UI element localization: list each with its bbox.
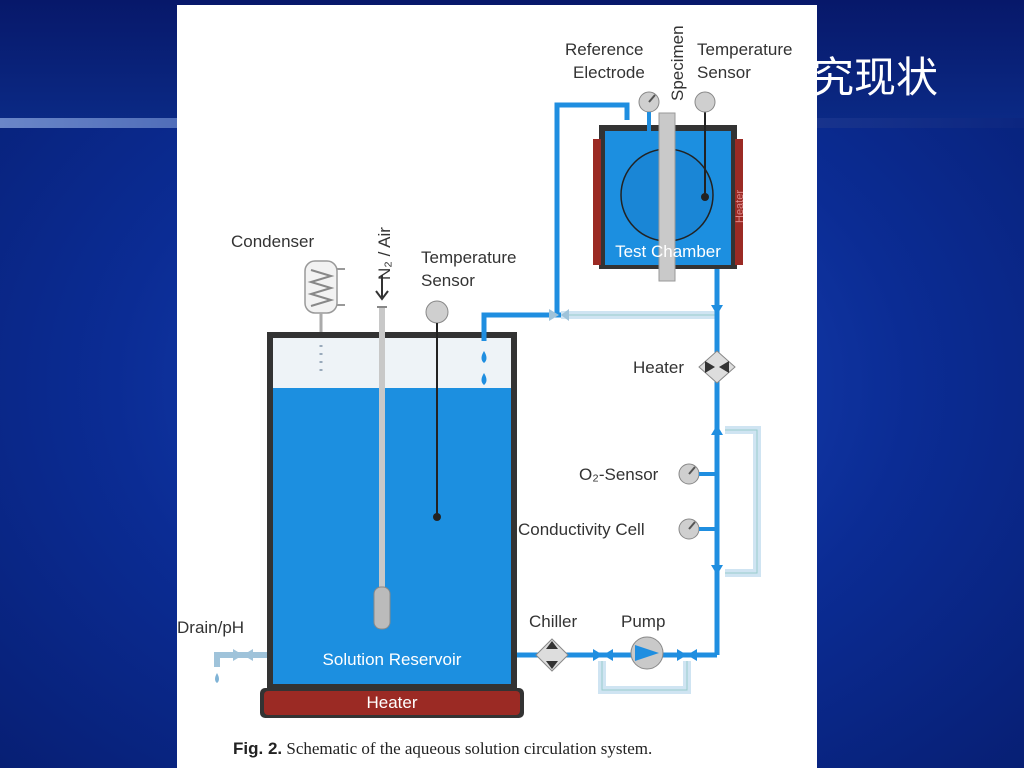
inline-heater — [698, 350, 736, 384]
chiller — [535, 638, 569, 672]
top-temperature-sensor — [694, 91, 716, 113]
figure-caption: Fig. 2. Schematic of the aqueous solutio… — [233, 739, 652, 759]
specimen-rod — [658, 112, 676, 282]
solution-reservoir-tank: Solution Reservoir — [267, 332, 517, 690]
pump-valve-left — [593, 649, 613, 661]
return-drops — [481, 351, 487, 385]
temp-sensor-top-label-2: Sensor — [697, 63, 751, 82]
conductivity-cell-label: Conductivity Cell — [518, 520, 645, 539]
caption-text: Schematic of the aqueous solution circul… — [286, 739, 653, 758]
pump-valve-right — [677, 649, 697, 661]
caption-prefix: Fig. 2. — [233, 739, 283, 758]
temp-sensor-mid-label-2: Sensor — [421, 271, 475, 290]
temp-sensor-top-label-1: Temperature — [697, 40, 792, 59]
solution-reservoir-label: Solution Reservoir — [323, 650, 462, 669]
chiller-label: Chiller — [529, 612, 578, 631]
chamber-heater-right — [735, 139, 743, 265]
condenser-label: Condenser — [231, 232, 315, 251]
circulation-schematic: Solution Reservoir Heater Condenser N₂ /… — [177, 25, 792, 718]
specimen-label: Specimen — [668, 25, 687, 101]
slide-title: 究现状 — [812, 53, 939, 102]
n2-air-lance — [373, 275, 391, 630]
pump-label: Pump — [621, 612, 665, 631]
temp-sensor-mid-label-1: Temperature — [421, 248, 516, 267]
schematic-figure: Solution Reservoir Heater Condenser N₂ /… — [177, 5, 817, 768]
test-chamber-label: Test Chamber — [615, 242, 721, 261]
reservoir-headspace — [273, 338, 511, 388]
supply-pipe — [517, 269, 720, 658]
condenser — [304, 260, 345, 375]
reservoir-water — [273, 388, 511, 684]
pump — [630, 636, 664, 670]
reference-electrode-label-2: Electrode — [573, 63, 645, 82]
reservoir-heater: Heater — [260, 688, 524, 718]
sensor-bypass-pipe — [725, 426, 761, 577]
o2-sensor-label: O₂-Sensor — [579, 465, 659, 484]
reference-electrode-label-1: Reference — [565, 40, 643, 59]
heater-right-label: Heater — [633, 358, 684, 377]
drain-valve — [214, 649, 267, 683]
reservoir-temperature-sensor — [425, 300, 449, 521]
chamber-heater-left — [593, 139, 601, 265]
chamber-heater-label: Heater — [734, 190, 746, 223]
drain-ph-label: Drain/pH — [177, 618, 244, 637]
top-valve — [549, 309, 569, 321]
test-chamber: Test Chamber — [593, 109, 743, 282]
n2-air-label: N₂ / Air — [375, 227, 394, 280]
heater-bottom-label: Heater — [366, 693, 417, 712]
